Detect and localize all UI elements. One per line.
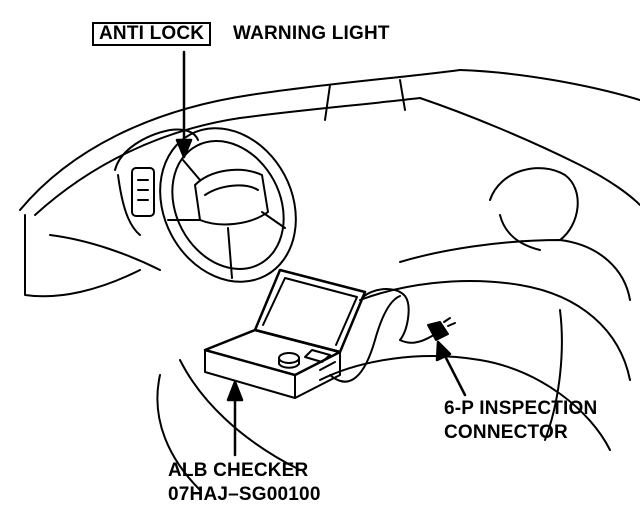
- anti-lock-label: ANTI LOCK: [92, 22, 212, 46]
- driver-seat: [156, 167, 631, 491]
- warning-light-label: WARNING LIGHT: [233, 23, 390, 44]
- inspection-connector-label-line1: 6-P INSPECTION: [444, 398, 598, 419]
- inspection-connector-label-line2: CONNECTOR: [444, 422, 568, 443]
- leader-arrows: [175, 50, 467, 457]
- alb-checker-part-number: 07HAJ–SG00100: [168, 484, 321, 505]
- alb-checker-device: [203, 268, 456, 399]
- steering-wheel: [159, 127, 297, 283]
- dashboard-outline: [19, 69, 640, 298]
- alb-checker-label-line1: ALB CHECKER: [168, 460, 309, 481]
